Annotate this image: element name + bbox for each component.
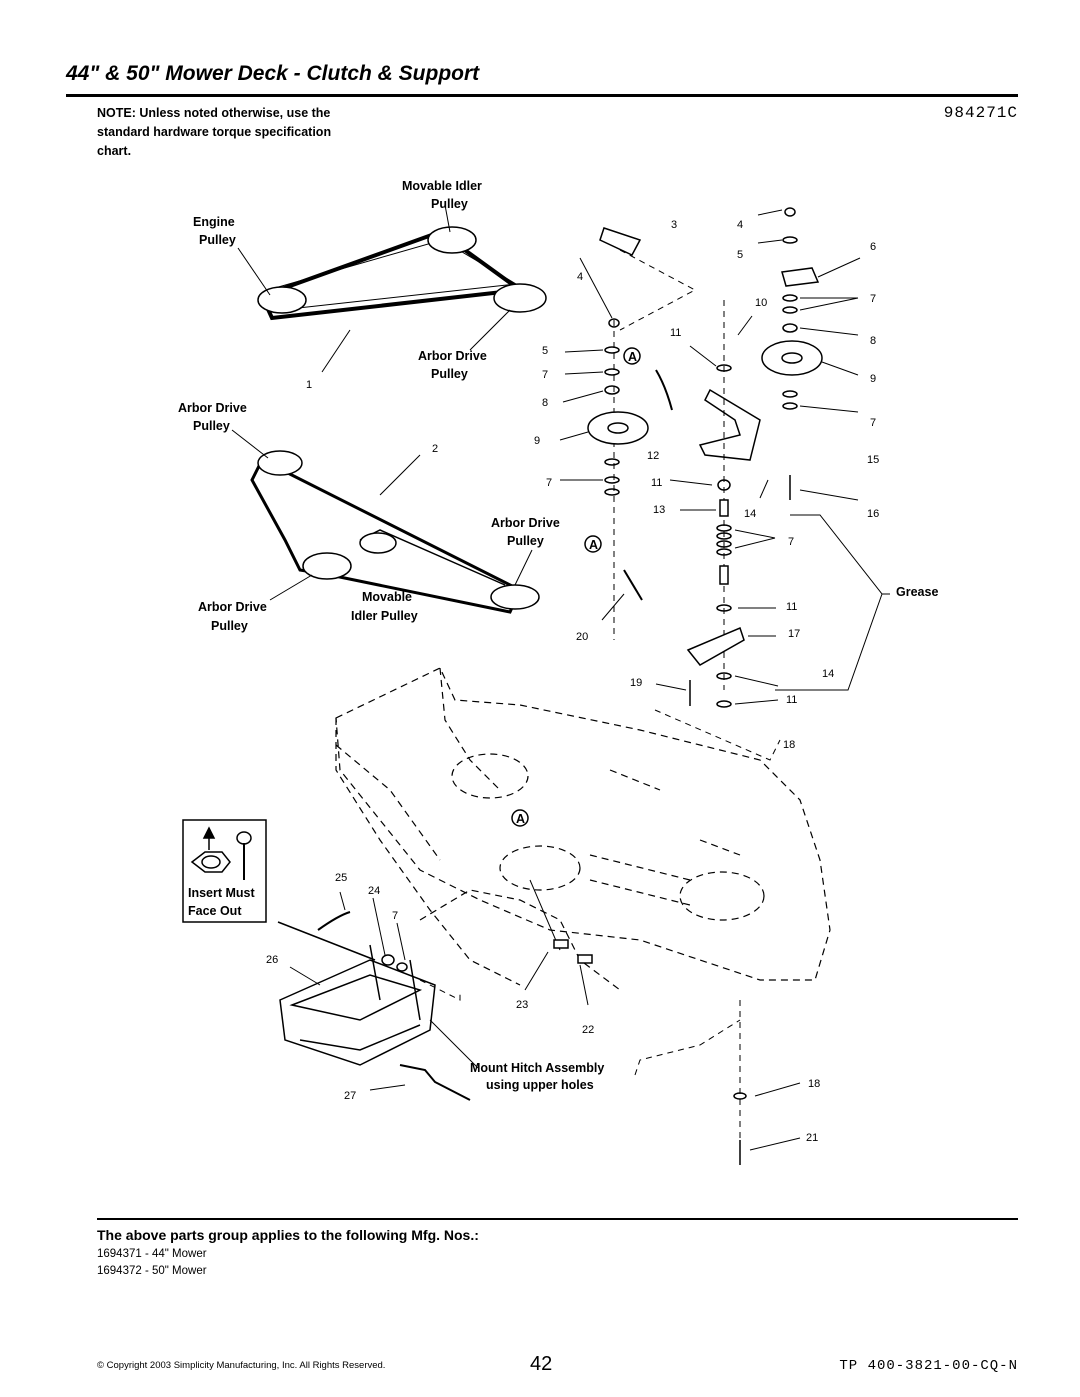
page-title: 44" & 50" Mower Deck - Clutch & Support [66,62,480,85]
label-movable: Movable [362,590,412,604]
part-number: 7 [546,477,552,489]
engine-pulley [257,286,307,314]
part-number: 6 [870,241,876,253]
part-number: 23 [516,999,528,1011]
part-number: 11 [651,477,662,489]
label-pulley-1: Pulley [431,197,468,211]
label-arbor-drive-3: Arbor Drive [491,516,560,530]
part-number: 14 [822,668,834,680]
part-number: 20 [576,631,588,643]
part-number: 11 [786,694,797,706]
label-insert-must: Insert Must [188,886,256,900]
part-number: 7 [392,910,398,922]
label-arbor-drive-4: Arbor Drive [198,600,267,614]
idler-pulley-right [761,340,823,376]
part-number: 17 [788,628,800,640]
part-number: 4 [737,219,743,231]
label-upper-holes: using upper holes [486,1078,594,1092]
part-number: 7 [788,536,794,548]
callout-a-mid-letter: A [589,538,598,552]
idler-bracket [686,626,745,666]
part-number: 11 [670,327,681,339]
callout-a-top [623,347,641,365]
label-arbor-drive-2: Arbor Drive [178,401,247,415]
arbor-drive-pulley-right [490,584,540,610]
part-number: 1 [306,379,312,391]
page-number: 42 [530,1353,553,1375]
part-number: 10 [755,297,767,309]
label-pulley-4: Pulley [193,419,230,433]
part-number: 14 [744,508,756,520]
part-number: 9 [870,373,876,385]
label-idler-pulley: Idler Pulley [351,609,418,623]
label-engine: Engine [193,215,235,229]
part-number: 7 [870,417,876,429]
label-face-out: Face Out [188,904,242,918]
spindle-pulley-left [587,411,649,445]
torque-note: NOTE: Unless noted otherwise, use the st… [97,106,332,158]
part-number: 24 [368,885,380,897]
arbor-drive-pulley-left [257,450,303,476]
part-number: 3 [671,219,677,231]
label-pulley-5: Pulley [507,534,544,548]
part-number: 25 [335,872,347,884]
part-number: 5 [737,249,743,261]
hitch-bracket [279,959,436,1066]
label-pulley-2: Pulley [199,233,236,247]
part-number: 22 [582,1024,594,1036]
callout-a-mid [584,535,602,553]
mower-deck [335,667,831,991]
insert-face-out-box [182,819,267,923]
part-number: 26 [266,954,278,966]
applies-heading: The above parts group applies to the fol… [97,1227,479,1243]
mfg-number-44: 1694371 - 44" Mower [97,1248,207,1260]
part-number: 9 [534,435,540,447]
label-movable-idler: Movable Idler [402,179,482,193]
part-number: 18 [783,739,795,751]
part-number: 12 [647,450,659,462]
diagram-number: 984271C [943,104,1018,122]
footer-rule [97,1218,1018,1220]
movable-idler-pulley-top [427,226,477,254]
label-mount-hitch: Mount Hitch Assembly [470,1061,604,1075]
part-number: 8 [870,335,876,347]
label-pulley-3: Pulley [431,367,468,381]
label-grease: Grease [896,585,938,599]
label-pulley-6: Pulley [211,619,248,633]
part-number: 27 [344,1090,356,1102]
part-number: 21 [806,1132,818,1144]
part-number: 16 [867,508,879,520]
idler-arm [698,388,761,461]
label-arbor-drive-1: Arbor Drive [418,349,487,363]
part-number: 5 [542,345,548,357]
part-number: 7 [542,369,548,381]
title-rule [66,94,1018,97]
callout-a-deck [511,809,529,827]
part-number: 18 [808,1078,820,1090]
part-number: 15 [867,454,879,466]
mfg-number-50: 1694372 - 50" Mower [97,1265,207,1277]
copyright: © Copyright 2003 Simplicity Manufacturin… [97,1360,386,1371]
publication-number: TP 400-3821-00-CQ-N [839,1358,1018,1374]
part-number: 4 [577,271,583,283]
arbor-drive-pulley-bottom [302,552,352,580]
part-number: 2 [432,443,438,455]
callout-a-deck-letter: A [516,812,525,826]
part-number: 13 [653,504,665,516]
part-number: 11 [786,601,797,613]
part-number: 8 [542,397,548,409]
part-number: 7 [870,293,876,305]
arbor-drive-pulley-top [493,283,547,313]
part-number: 19 [630,677,642,689]
callout-a-top-letter: A [628,350,637,364]
movable-idler-pulley-bottom [359,532,397,554]
